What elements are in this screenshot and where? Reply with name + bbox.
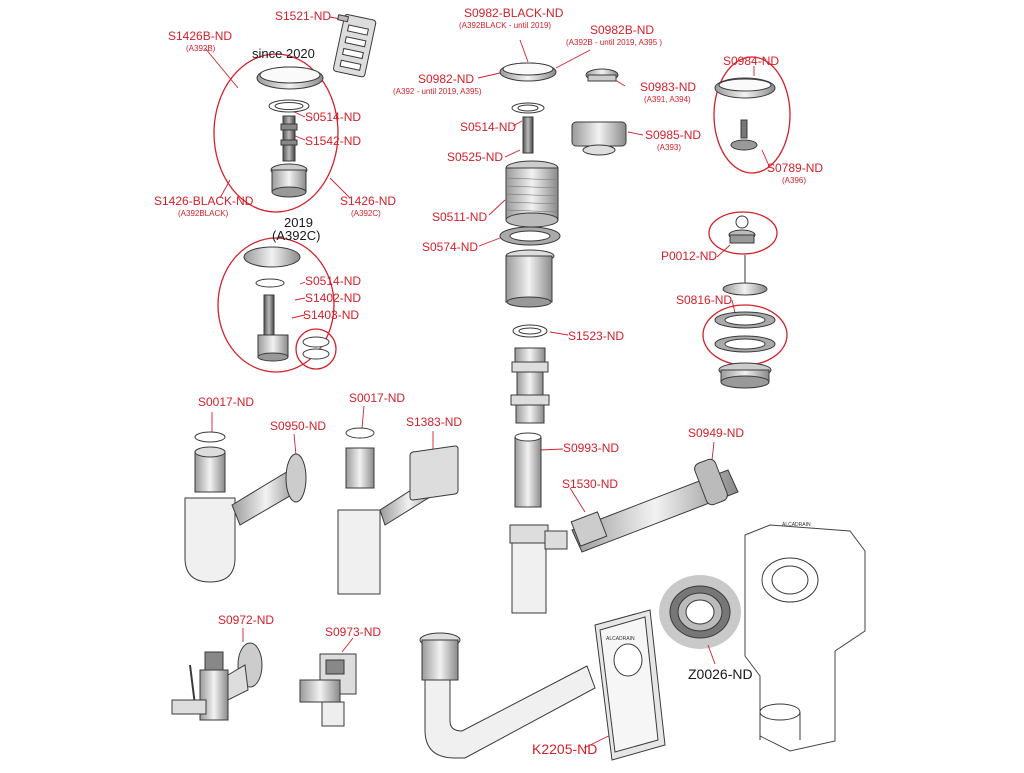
callout-circle-since-2020 — [214, 54, 338, 212]
part-u-bend-trap — [420, 633, 595, 758]
label-s0993: S0993-ND — [563, 441, 620, 455]
label-p0012: P0012-ND — [661, 249, 718, 263]
part-since-2020-assembly — [257, 67, 323, 197]
label-s0982b: S0982B-ND — [590, 23, 655, 37]
part-bottle-trap-a — [185, 432, 306, 582]
label-s0789: S0789-ND — [767, 161, 824, 175]
part-s0972-valve — [172, 643, 262, 720]
label-s1426-sub: (A392C) — [351, 209, 381, 218]
label-s0514-c: S0514-ND — [460, 120, 517, 134]
label-s1426b: S1426B-ND — [168, 29, 233, 43]
parts: ALCADRAIN ALCADRAIN — [172, 13, 865, 760]
label-since-2020: since 2020 — [252, 46, 315, 61]
label-k2205: K2205-ND — [532, 741, 598, 757]
label-s0985-sub: (A393) — [657, 143, 682, 152]
label-s0816: S0816-ND — [676, 293, 733, 307]
part-inwall-siphon: ALCADRAIN — [745, 522, 865, 751]
callout-circle-2019 — [218, 238, 334, 372]
label-s0525: S0525-ND — [447, 150, 504, 164]
part-central-tube — [510, 348, 567, 613]
label-2019: 2019 — [284, 215, 313, 230]
label-s0511: S0511-ND — [432, 210, 488, 224]
leader-lines — [205, 17, 770, 748]
label-s1542: S1542-ND — [305, 134, 362, 148]
plate-brand-k2205: ALCADRAIN — [606, 636, 635, 642]
part-bottle-trap-b — [338, 428, 458, 594]
part-s0985-cap — [572, 122, 626, 155]
label-s0982-sub: (A392 - until 2019, A395) — [393, 87, 482, 96]
callout-circle-s1403 — [296, 329, 336, 369]
label-s0514-b: S0514-ND — [305, 274, 362, 288]
part-s0816-set — [715, 255, 775, 388]
part-s0984-s0789 — [715, 78, 775, 150]
label-s1403: S1403-ND — [303, 308, 360, 322]
label-s1426: S1426-ND — [340, 194, 397, 208]
callout-circle-p0012 — [709, 212, 777, 254]
part-s0983-cap — [586, 69, 618, 81]
part-z0026-sleeve — [670, 586, 730, 638]
callout-circle-s0984 — [714, 57, 790, 173]
label-2019-sub: (A392C) — [272, 228, 321, 243]
part-s1521-grid — [327, 13, 376, 78]
label-s0789-sub: (A396) — [782, 176, 807, 185]
label-s1383: S1383-ND — [406, 415, 463, 429]
label-s0982: S0982-ND — [418, 72, 475, 86]
label-s1523: S1523-ND — [568, 329, 625, 343]
label-s1426black: S1426-BLACK-ND — [154, 194, 254, 208]
label-s1521: S1521-ND — [275, 9, 332, 23]
label-s0514-a: S0514-ND — [305, 110, 362, 124]
part-central-drain-stack — [500, 63, 560, 337]
part-s1530-pipe — [571, 458, 738, 552]
part-p0012-plug — [729, 216, 755, 243]
label-s0949: S0949-ND — [688, 426, 745, 440]
label-s0017-b: S0017-ND — [349, 391, 406, 405]
label-s0982b-sub: (A392B - until 2019, A395 ) — [566, 38, 663, 47]
label-s0985: S0985-ND — [645, 128, 702, 142]
label-s0973: S0973-ND — [325, 625, 382, 639]
label-s0983-sub: (A391, A394) — [644, 95, 691, 104]
label-s0983: S0983-ND — [640, 80, 697, 94]
label-s0982black: S0982-BLACK-ND — [464, 6, 564, 20]
label-s1426black-sub: (A392BLACK) — [178, 209, 229, 218]
part-2019-assembly — [244, 247, 329, 361]
label-z0026: Z0026-ND — [688, 666, 753, 682]
plate-brand-siphon: ALCADRAIN — [782, 522, 811, 528]
label-s0950: S0950-ND — [270, 419, 327, 433]
label-s0984: S0984-ND — [723, 54, 780, 68]
label-s0972: S0972-ND — [218, 613, 275, 627]
label-s0982black-sub: (A392BLACK - until 2019) — [459, 21, 552, 30]
label-s1402: S1402-ND — [305, 291, 362, 305]
label-s1530: S1530-ND — [562, 477, 619, 491]
part-s0973-valve — [300, 654, 356, 726]
label-s0017-a: S0017-ND — [198, 395, 255, 409]
part-k2205-plate: ALCADRAIN — [595, 610, 665, 760]
label-s1426b-sub: (A392B) — [186, 44, 216, 53]
label-s0574: S0574-ND — [422, 240, 479, 254]
callout-circles — [214, 54, 790, 372]
